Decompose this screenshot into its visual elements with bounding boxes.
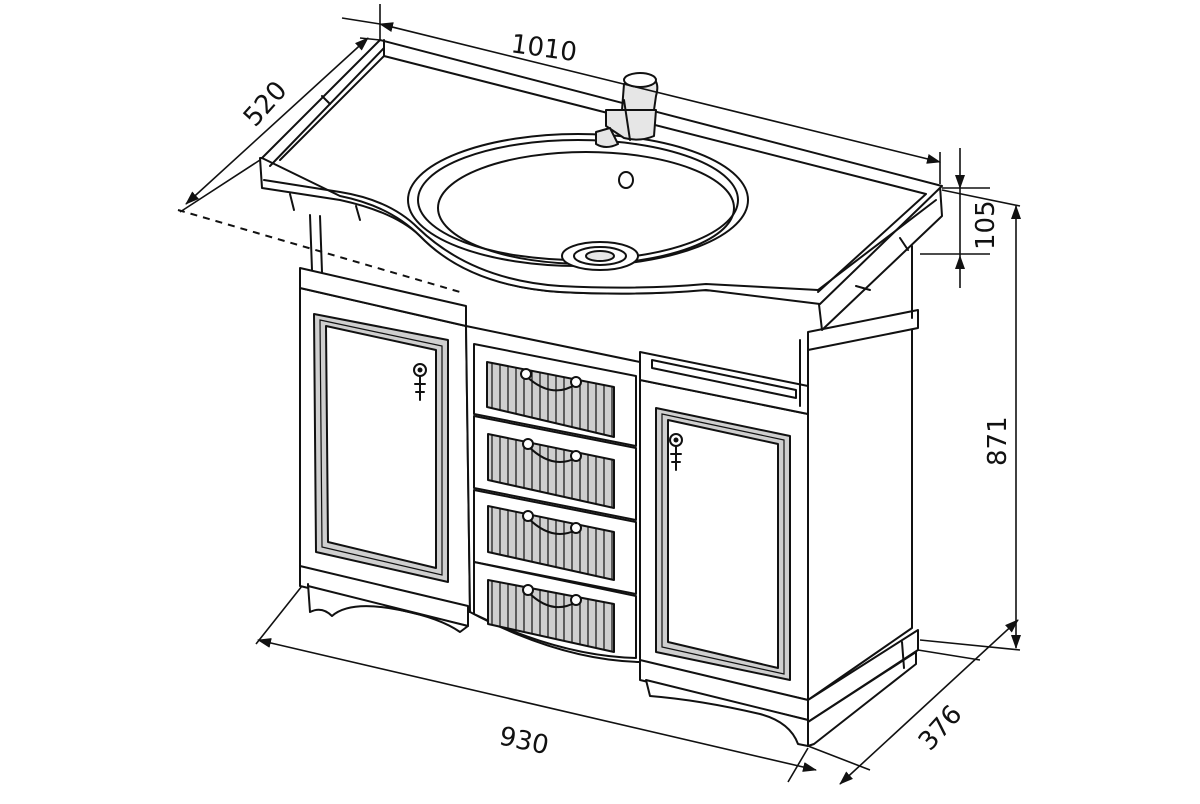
drawer-4 bbox=[473, 561, 637, 659]
drawer-1 bbox=[473, 343, 637, 447]
right-door bbox=[655, 407, 791, 681]
right-door-key-icon bbox=[669, 433, 683, 471]
drawer-1-handle-icon bbox=[520, 368, 582, 392]
dim-label-top-width: 1010 bbox=[509, 29, 579, 68]
dim-label-base-width: 930 bbox=[497, 722, 552, 762]
dimension-lines bbox=[177, 4, 1021, 785]
dim-label-total-height: 871 bbox=[983, 416, 1013, 466]
drawer-2 bbox=[473, 415, 637, 521]
drawer-2-handle-icon bbox=[522, 438, 582, 463]
drawer-3-handle-icon bbox=[522, 510, 582, 535]
left-door bbox=[313, 313, 449, 583]
drawer-3 bbox=[473, 489, 637, 595]
dim-label-top-thickness: 105 bbox=[971, 200, 1001, 250]
left-door-key-icon bbox=[413, 363, 427, 401]
dim-label-top-depth: 520 bbox=[238, 76, 294, 133]
drawer-4-handle-icon bbox=[522, 584, 582, 609]
